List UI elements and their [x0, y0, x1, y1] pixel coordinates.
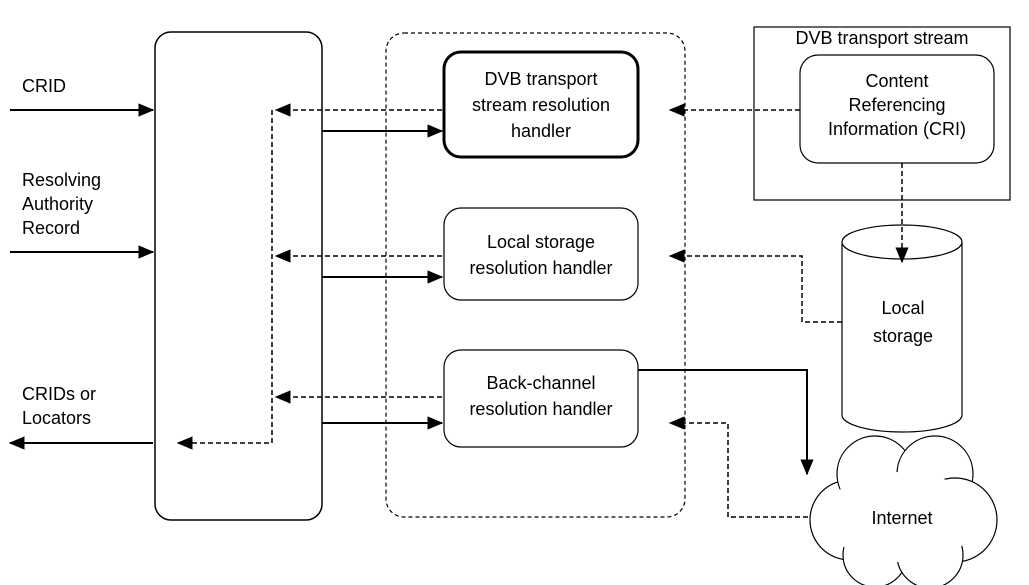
resolving-label-line-3: Record: [22, 218, 80, 238]
transport-stream-box: [753, 26, 1011, 201]
resolver-output-dashed-path: [176, 110, 273, 450]
local-storage-to-handler-arrow: [668, 249, 842, 323]
dvb-handler-label-line-1: DVB transport: [484, 69, 597, 89]
dvb-handler-label-line-2: stream resolution: [472, 95, 610, 115]
cri-box: [799, 54, 995, 164]
handler-group: [385, 32, 686, 518]
local-storage-cylinder: [841, 224, 963, 433]
crid-label: CRID: [22, 76, 66, 96]
dvb-handler-label-line-3: handler: [511, 121, 571, 141]
internet-label: Internet: [871, 508, 932, 528]
back-channel-handler-label-line-2: resolution handler: [469, 399, 612, 419]
cri-label-line-1: Content: [865, 71, 928, 91]
internet-cloud: [809, 435, 998, 585]
local-handler-label-line-2: resolution handler: [469, 258, 612, 278]
resolver-block: [154, 31, 323, 521]
transport-stream-title: DVB transport stream: [795, 28, 968, 48]
back-channel-handler-label-line-1: Back-channel: [486, 373, 595, 393]
local-handler-label-line-1: Local storage: [487, 232, 595, 252]
crids-or-locators-label-line-1: CRIDs or: [22, 384, 96, 404]
local-storage-label-line-2: storage: [873, 326, 933, 346]
dvb-handler-box: [442, 50, 640, 159]
back-channel-handler-box: [443, 349, 639, 448]
crids-or-locators-label-line-2: Locators: [22, 408, 91, 428]
resolving-label-line-1: Resolving: [22, 170, 101, 190]
cri-label-line-3: Information (CRI): [828, 119, 966, 139]
local-storage-handler-box: [443, 207, 639, 301]
resolving-label-line-2: Authority: [22, 194, 93, 214]
local-storage-label-line-1: Local: [881, 298, 924, 318]
back-channel-to-internet-arrow: [638, 369, 814, 476]
internet-to-back-channel-arrow: [668, 416, 808, 518]
cri-label-line-2: Referencing: [848, 95, 945, 115]
